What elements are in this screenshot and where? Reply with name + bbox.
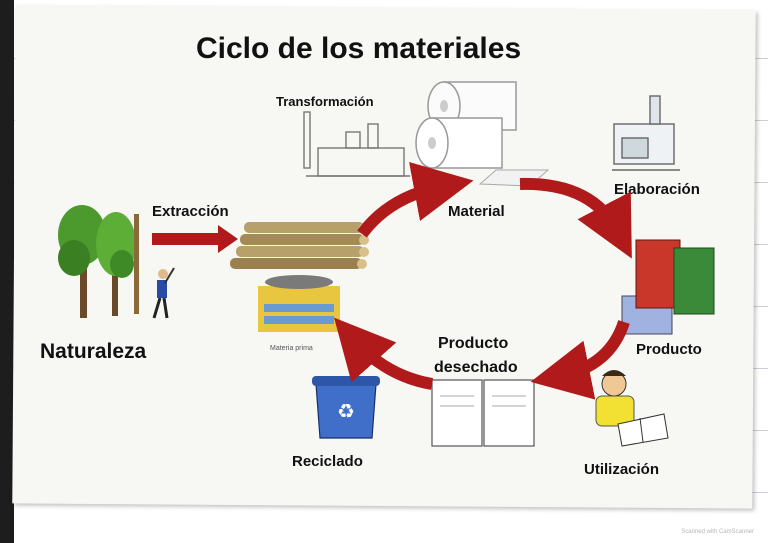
arrow-material-to-producto: [519, 177, 632, 259]
label-extraccion: Extracción: [152, 203, 229, 220]
label-materia-prima: Materia prima: [270, 345, 313, 352]
recycle-bin-icon: ♻: [312, 376, 380, 439]
tree-icon: [96, 212, 136, 316]
label-transformacion: Transformación: [276, 94, 374, 109]
label-utilizacion: Utilización: [584, 461, 659, 478]
arrow-desechado-to-container: [334, 317, 434, 390]
diagram-title: Ciclo de los materiales: [196, 32, 521, 65]
machine-icon: [612, 95, 680, 171]
paper-roll-icon: [415, 81, 550, 187]
open-notebook-icon: [431, 379, 535, 447]
container-icon: [258, 275, 340, 332]
woodcutter-icon: [152, 267, 175, 319]
scan-watermark: Scanned with CamScanner: [681, 529, 754, 535]
arrow-extraccion: [152, 225, 238, 253]
label-elaboracion: Elaboración: [614, 181, 700, 198]
label-reciclado: Reciclado: [292, 453, 363, 470]
tree-trunk: [134, 214, 139, 314]
tree-icon: [58, 205, 106, 318]
label-material: Material: [448, 203, 505, 220]
reading-person-icon: [595, 370, 669, 447]
factory-icon: [303, 111, 410, 177]
label-producto-desechado-1: Producto: [438, 335, 508, 352]
log-pile-icon: [230, 222, 369, 269]
label-producto: Producto: [636, 341, 702, 358]
label-naturaleza: Naturaleza: [40, 340, 147, 363]
arrow-log-to-material: [357, 161, 474, 238]
books-icon: [621, 239, 715, 335]
label-producto-desechado-2: desechado: [434, 359, 518, 376]
svg-text:♻: ♻: [337, 399, 355, 423]
binder-edge: [0, 0, 14, 543]
arrow-producto-to-desechado: [530, 319, 630, 400]
